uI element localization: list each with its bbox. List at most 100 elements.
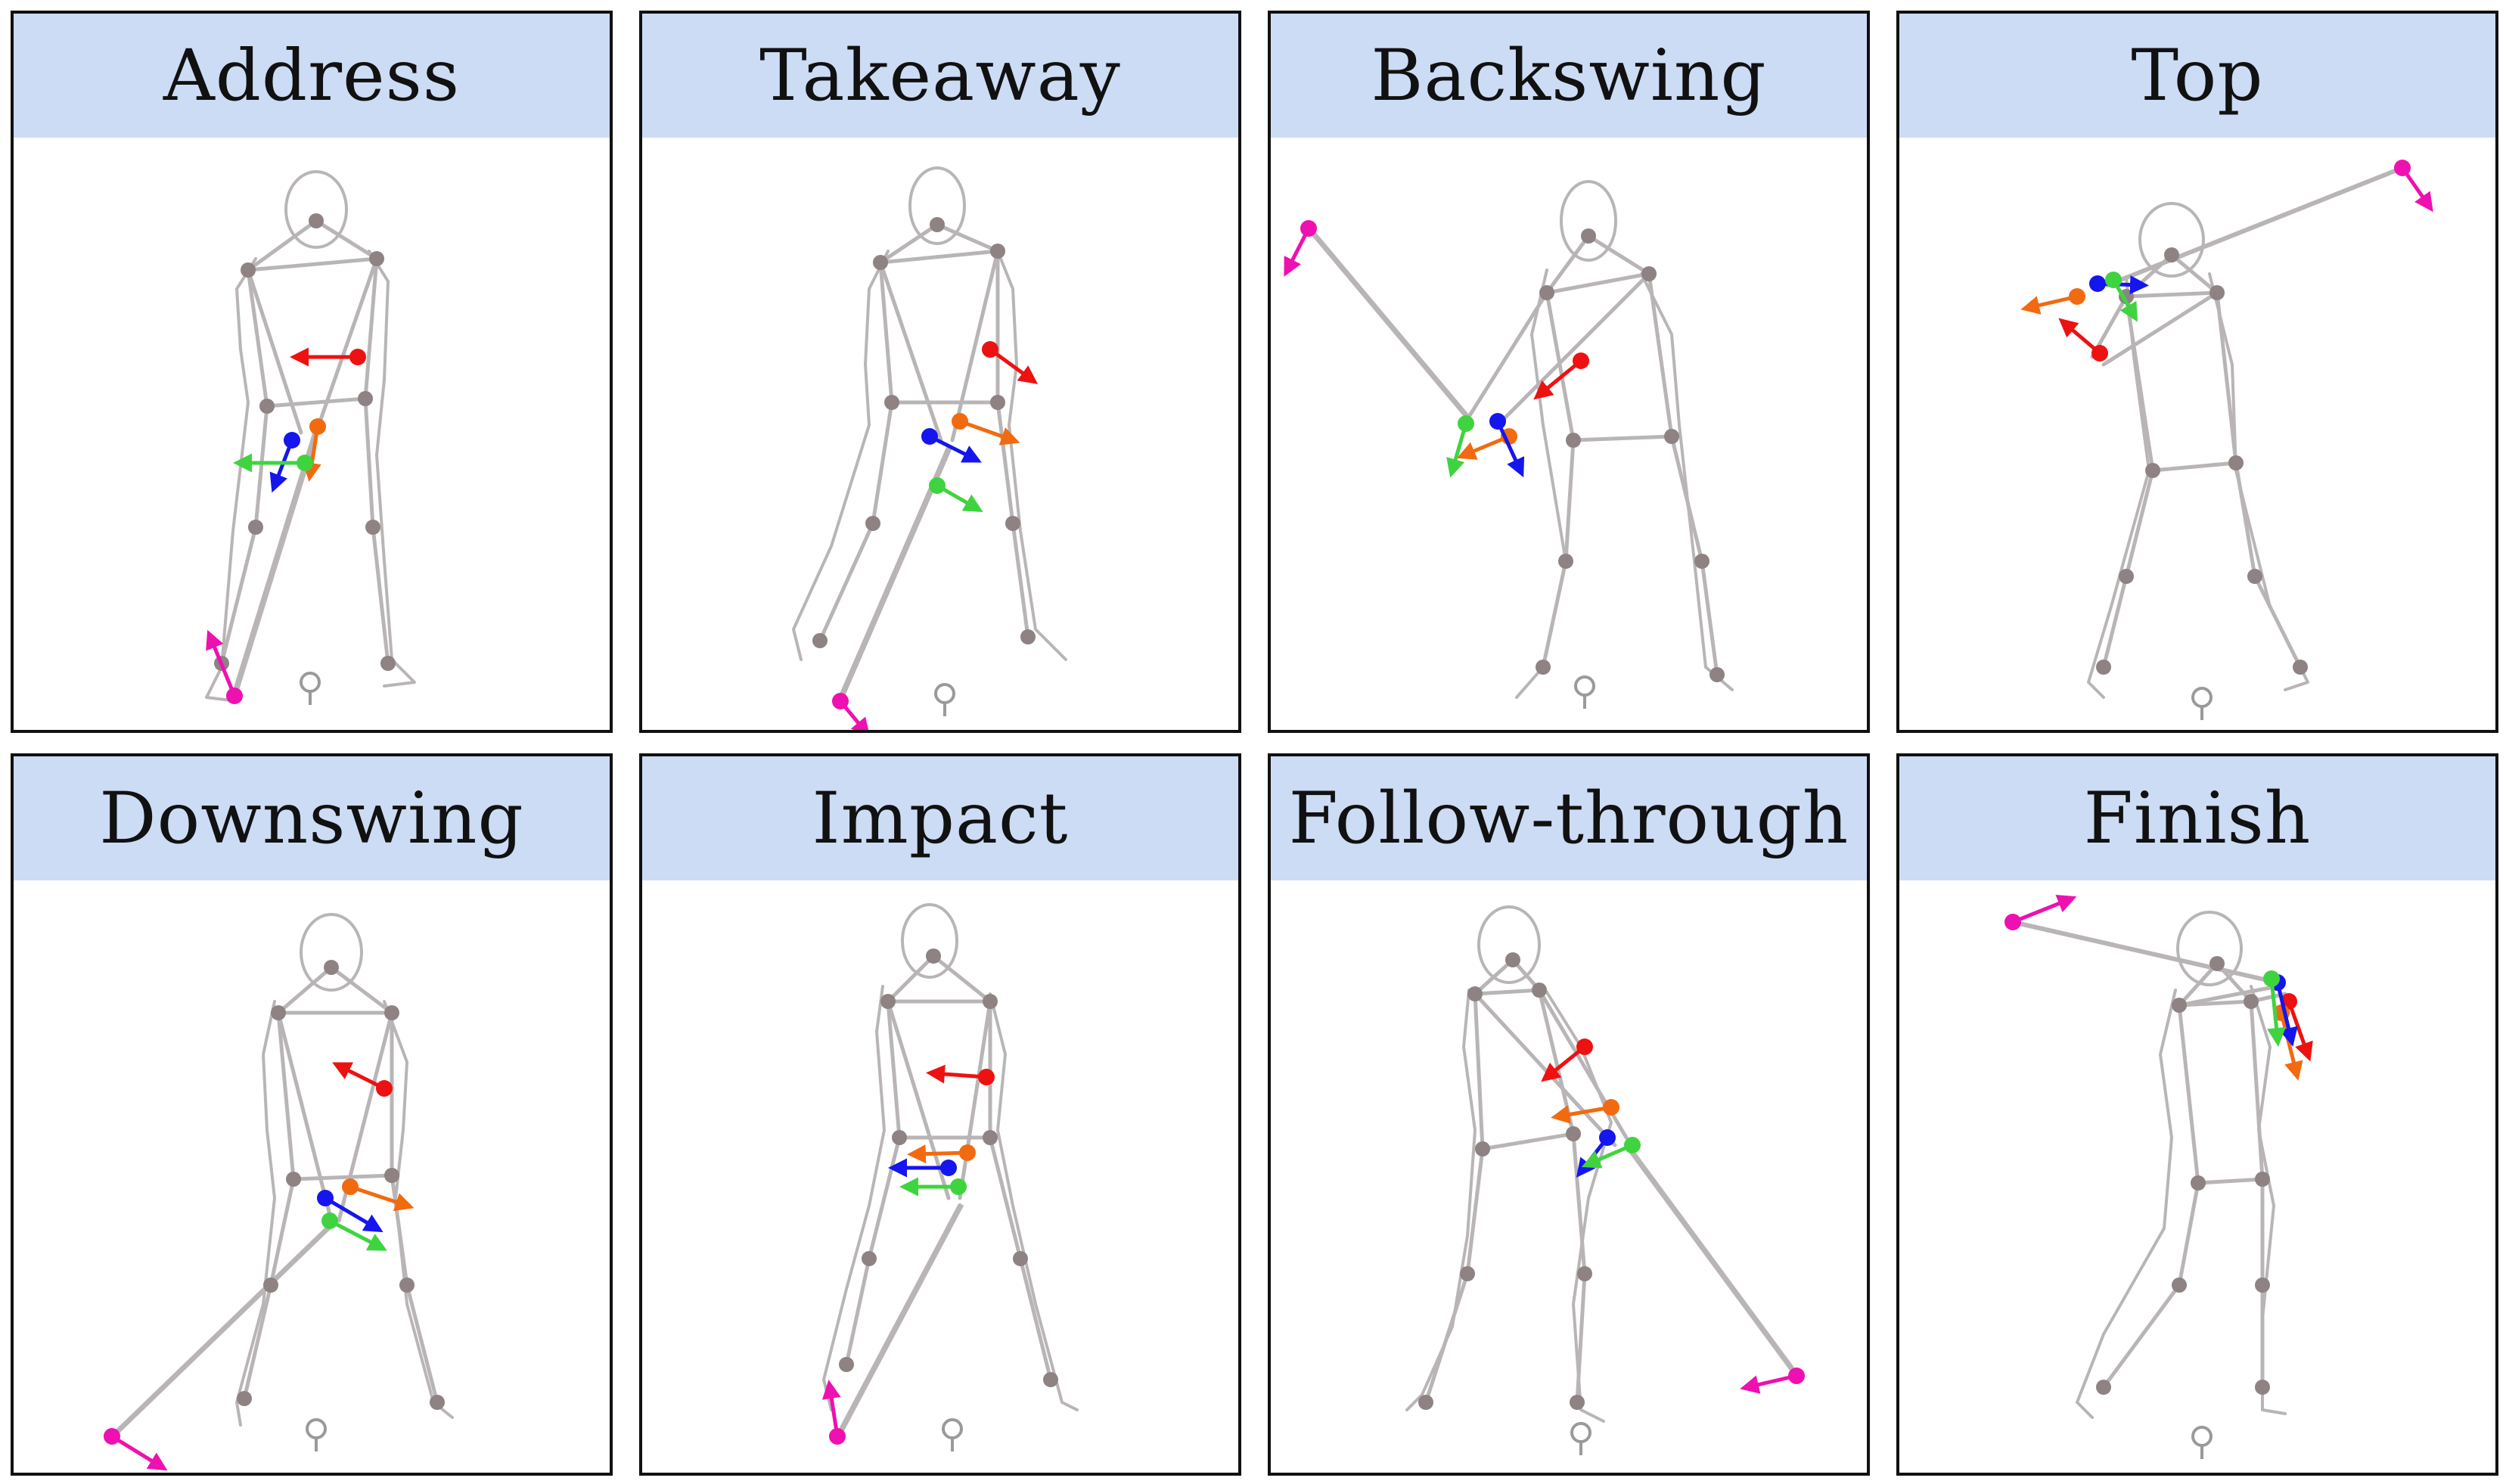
skeleton-limb [1700, 559, 1719, 677]
address-figure [205, 170, 416, 705]
skeleton-limb [1545, 234, 1591, 295]
joint-dot [384, 1005, 399, 1020]
joint-dot [2172, 998, 2187, 1013]
green-marker-arrow [1581, 1137, 1641, 1169]
joint-dot [358, 391, 373, 406]
skeleton-limb [242, 1283, 273, 1401]
joint-dot [1020, 629, 1036, 644]
joint-dot [1558, 554, 1573, 569]
joint-dot [926, 948, 941, 964]
top-figure [2020, 160, 2433, 720]
golf-tee-icon [306, 1418, 327, 1451]
red-vector [926, 1064, 987, 1084]
skeleton-limb [878, 260, 943, 442]
panel-title: Backswing [1271, 14, 1867, 138]
blue-keypoint [1489, 413, 1506, 430]
skeleton-limb [995, 400, 1015, 526]
skeleton-limb [2124, 468, 2155, 579]
joint-dot [2247, 569, 2262, 584]
panel-downswing: Downswing [11, 753, 613, 1476]
joint-dot [862, 1251, 877, 1266]
skeleton-limb [2101, 1283, 2181, 1389]
magenta-clubhead-arrow [2394, 160, 2433, 213]
joint-dot [2096, 660, 2111, 675]
skeleton-limb [269, 1177, 296, 1287]
joint-dot [241, 262, 256, 278]
joint-dot [309, 213, 324, 228]
panel-title: Address [14, 14, 610, 138]
orange-vector [907, 1144, 968, 1164]
magenta-vector [2012, 894, 2077, 924]
skeleton-limb [2253, 574, 2303, 669]
skeleton-limb [2215, 290, 2238, 465]
joint-dot [1005, 516, 1020, 531]
skeleton-limb [363, 256, 379, 401]
joint-dot [1641, 266, 1657, 281]
ball-circle [934, 683, 955, 704]
joint-dot [248, 520, 263, 535]
joint-dot [1566, 1126, 1581, 1141]
green-keypoint [1624, 1137, 1641, 1153]
head-outline [284, 170, 348, 249]
blue-marker-arrow [1489, 413, 1525, 478]
skeleton-limb [878, 222, 939, 265]
joint-dot [2096, 1380, 2111, 1395]
blue-keypoint [940, 1160, 957, 1176]
joint-dot [1475, 1141, 1490, 1156]
red-keypoint [1576, 1038, 1593, 1055]
golf-tee-icon [934, 683, 955, 716]
skeleton-limb [1571, 434, 1674, 442]
green-keypoint [1458, 415, 1474, 432]
joint-dot [892, 1130, 907, 1145]
body-outline [792, 250, 890, 661]
joint-dot [2164, 247, 2179, 262]
body-outline [2076, 989, 2177, 1419]
joint-dot [2191, 1175, 2206, 1191]
joint-dot [430, 1395, 445, 1410]
head-outline [908, 166, 966, 245]
takeaway-figure [792, 166, 1067, 730]
golf-tee-icon [1574, 675, 1595, 709]
blue-marker-arrow [888, 1158, 957, 1178]
green-marker-arrow [321, 1212, 387, 1251]
body-outline [1515, 269, 1567, 699]
panel-follow-through: Follow-through [1268, 753, 1870, 1476]
skeleton-limb [246, 268, 269, 408]
golf-club-shaft-edge [1629, 1144, 1800, 1377]
green-keypoint [2105, 272, 2122, 288]
joint-dot [2255, 1172, 2270, 1187]
skeleton-limb [1011, 521, 1030, 639]
green-marker-arrow [899, 1177, 967, 1197]
skeleton-limb [1545, 272, 1651, 295]
skeleton-limb [1537, 988, 1629, 1140]
joint-dot [839, 1357, 854, 1372]
magenta-keypoint [832, 693, 849, 709]
orange-marker-arrow [907, 1144, 976, 1164]
joint-dot [2293, 660, 2308, 675]
joint-dot [1467, 986, 1483, 1001]
skeleton-limb [1018, 1256, 1053, 1382]
red-keypoint [978, 1069, 995, 1085]
panel-title: Finish [1899, 756, 2495, 880]
ball-circle [300, 672, 321, 693]
skeleton-limb [1465, 1147, 1485, 1276]
joint-dot [884, 395, 899, 410]
head-outline [1560, 180, 1617, 262]
red-keypoint [982, 341, 998, 358]
golf-club-shaft-edge [2110, 167, 2406, 286]
joint-dot [812, 633, 828, 648]
magenta-clubhead-arrow [2004, 894, 2077, 930]
skeleton-limb [2124, 290, 2219, 299]
red-marker-arrow [2058, 318, 2108, 362]
skeleton-limb [276, 1011, 296, 1181]
body-outline [2250, 985, 2287, 1415]
joint-dot [1539, 285, 1554, 300]
skeleton-limb [1545, 290, 1576, 442]
blue-marker-arrow [317, 1190, 384, 1233]
head-outline [901, 903, 958, 979]
red-marker-arrow [926, 1064, 995, 1085]
joint-dot [1013, 1251, 1028, 1266]
golf-club-shaft [231, 427, 318, 700]
panel-finish: Finish [1896, 753, 2498, 1476]
golf-tee-icon [1570, 1422, 1591, 1455]
